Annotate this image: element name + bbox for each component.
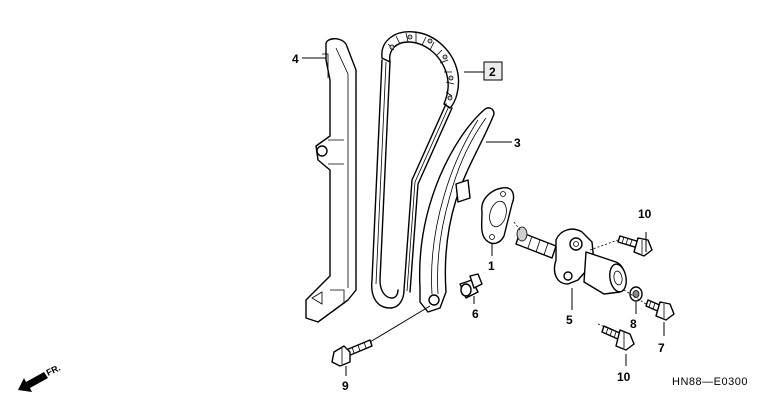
front-direction-arrow: FR. (18, 363, 62, 392)
tensioner-lifter-part-5[interactable] (515, 226, 628, 295)
callout-labels: 4 2 3 1 10 8 6 5 7 9 10 (292, 52, 665, 393)
callout-5: 5 (566, 313, 573, 327)
callout-2: 2 (489, 65, 496, 79)
callout-8: 8 (630, 317, 637, 331)
washer-part-8[interactable] (629, 286, 643, 302)
callout-10-upper: 10 (638, 207, 652, 221)
sealing-bolt-part-7[interactable] (645, 299, 675, 321)
callout-7: 7 (658, 341, 665, 355)
leader-lines (302, 57, 665, 376)
callout-9: 9 (342, 379, 349, 393)
gasket-part-1[interactable] (480, 187, 515, 245)
diagram-code: HN88—E0300 (672, 376, 748, 388)
direction-label: FR. (45, 363, 62, 378)
bolt-part-6[interactable] (459, 273, 483, 299)
cam-chain-part-2[interactable] (371, 31, 460, 309)
callout-4: 4 (292, 52, 299, 66)
bolt-part-9[interactable] (331, 339, 373, 367)
cam-chain-guide-part-4[interactable] (305, 38, 357, 323)
callout-10-lower: 10 (617, 370, 631, 384)
bolt-part-10-upper[interactable] (617, 235, 653, 257)
tensioner-slipper-part-3[interactable] (418, 107, 495, 313)
bolt-part-10-lower[interactable] (601, 325, 635, 351)
callout-3: 3 (514, 136, 521, 150)
callout-6: 6 (472, 307, 479, 321)
callout-2-box (483, 61, 503, 81)
callout-1: 1 (488, 259, 495, 273)
